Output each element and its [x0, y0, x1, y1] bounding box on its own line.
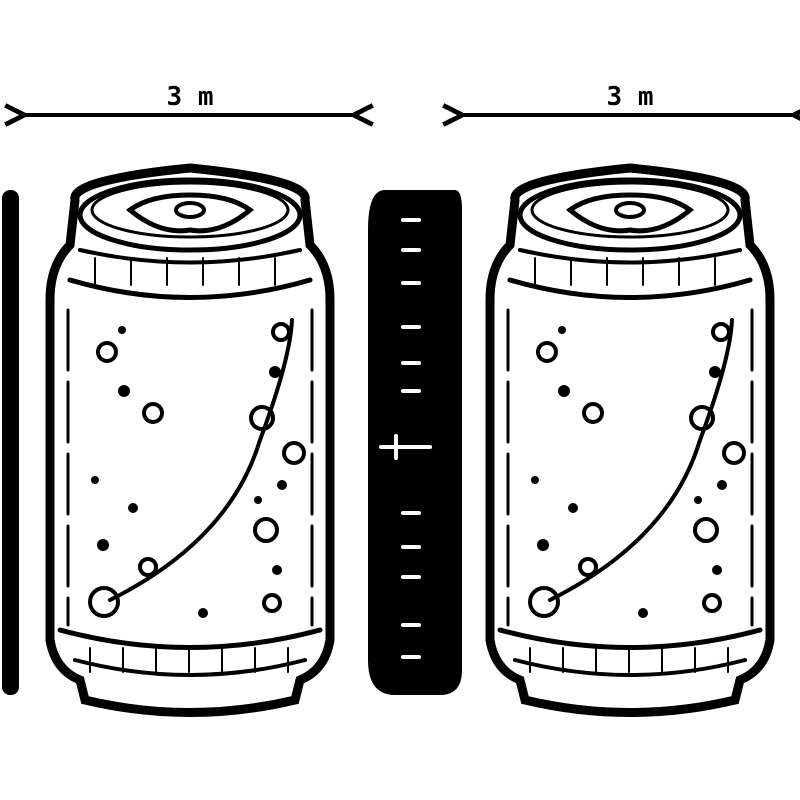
bubble	[118, 385, 130, 397]
bubble	[91, 476, 99, 484]
bubble	[702, 593, 722, 613]
bubble	[142, 402, 164, 424]
bubble	[711, 322, 731, 342]
bubble	[568, 503, 578, 513]
bubble	[722, 441, 746, 465]
bubble	[277, 480, 287, 490]
bubble	[709, 366, 721, 378]
swoosh-line	[108, 318, 294, 602]
bubble	[536, 341, 558, 363]
bubble	[138, 557, 158, 577]
bubble	[269, 366, 281, 378]
bubble	[558, 326, 566, 334]
bubble	[528, 586, 560, 618]
bubble	[582, 402, 604, 424]
bubble	[717, 480, 727, 490]
bubble	[693, 517, 719, 543]
pull-tab	[565, 192, 695, 234]
bubble	[689, 405, 715, 431]
bubble	[254, 496, 262, 504]
bubble	[694, 496, 702, 504]
bubble	[88, 586, 120, 618]
dimension-arrow-right: 3 m	[460, 82, 796, 115]
bubble	[96, 341, 118, 363]
measuring-ruler	[368, 190, 462, 695]
bubble	[249, 405, 275, 431]
bubble	[97, 539, 109, 551]
bubble	[638, 608, 648, 618]
bubble	[128, 503, 138, 513]
bubble	[198, 608, 208, 618]
dimension-arrow-left: 3 m	[22, 82, 356, 115]
soda-can	[485, 163, 775, 717]
bubble	[578, 557, 598, 577]
soda-can	[45, 163, 335, 717]
swoosh-line	[548, 318, 734, 602]
bubble	[253, 517, 279, 543]
bubble	[537, 539, 549, 551]
dimension-label: 3 m	[167, 82, 214, 112]
bubble	[272, 565, 282, 575]
bubble	[531, 476, 539, 484]
bubble	[262, 593, 282, 613]
bubble	[558, 385, 570, 397]
pull-tab	[125, 192, 255, 234]
left-edge-bar	[2, 190, 19, 695]
bubble	[271, 322, 291, 342]
bubble	[118, 326, 126, 334]
dimension-label: 3 m	[607, 82, 654, 112]
bubble	[282, 441, 306, 465]
bubble	[712, 565, 722, 575]
